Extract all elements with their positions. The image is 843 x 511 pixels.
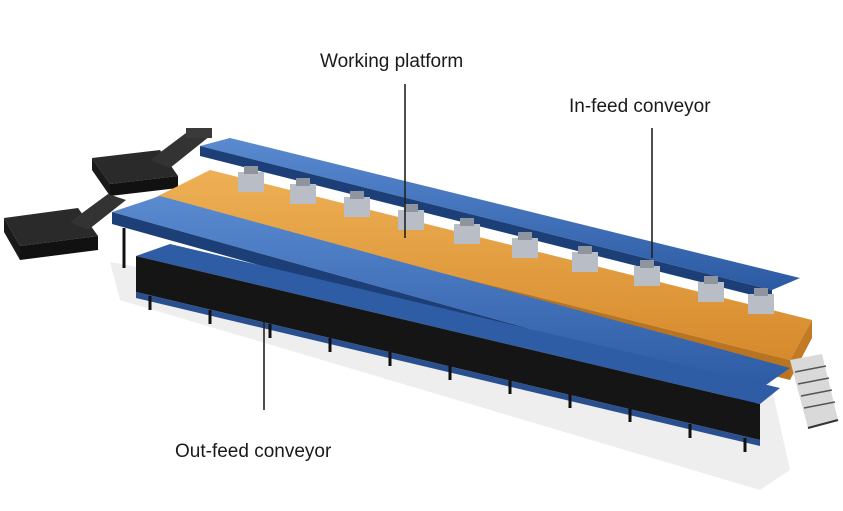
out-feed-conveyor-label: Out-feed conveyor (175, 441, 332, 462)
feed-hopper-lower (4, 194, 126, 260)
feed-hopper-upper (92, 128, 212, 196)
lower-conveyor-frame (136, 244, 780, 446)
pick-station-icon (698, 276, 724, 302)
working-platform-label: Working platform (320, 51, 464, 72)
in-feed-conveyor-belt (200, 138, 800, 300)
access-stair (790, 354, 839, 429)
pick-station-icon (634, 260, 660, 286)
support-legs (122, 228, 747, 452)
pick-station-icon (290, 178, 316, 204)
pick-station-icon (454, 218, 480, 244)
pick-station-icon (512, 232, 538, 258)
pick-station-icon (572, 246, 598, 272)
pick-station-icon (748, 288, 774, 314)
pick-station-icon (344, 191, 370, 217)
pick-station-icon (238, 166, 264, 192)
in-feed-conveyor-label: In-feed conveyor (569, 96, 711, 117)
